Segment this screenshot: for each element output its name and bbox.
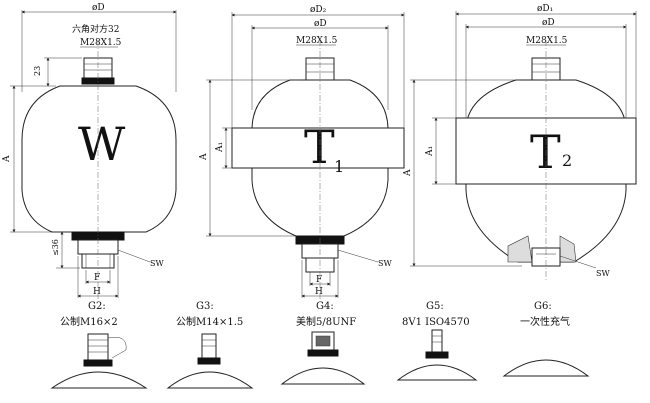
t1-subscript: 1 — [334, 157, 344, 176]
t1-dim-a: A — [199, 153, 209, 161]
g5-hex-nut — [425, 351, 449, 359]
t1-dim-f: F — [316, 275, 322, 285]
g4-shell-segment — [280, 367, 366, 385]
g3-hex-nut — [197, 357, 221, 365]
t2-dim-a1: A₁ — [425, 146, 435, 157]
w-dim-a: A — [2, 155, 12, 163]
t2-type-accumulator: øD₁ øD M28X1.5 T 2 A A₁ SW — [403, 4, 637, 280]
g3-desc: 公制M14×1.5 — [176, 315, 243, 328]
g5-code: G5: — [426, 301, 444, 312]
w-dim-23: 23 — [33, 66, 42, 76]
g2-shell-segment — [50, 371, 148, 389]
t1-dim-a1: A₁ — [215, 142, 225, 153]
t2-diameter: øD — [542, 18, 555, 28]
w-hex-label: 六角对方32 — [72, 23, 119, 35]
t1-thread-label: M28X1.5 — [296, 36, 338, 46]
t1-diameter-outer: øD₂ — [310, 5, 327, 15]
w-shell — [21, 85, 177, 233]
valve-variant-g4: G4: 美制5/8UNF — [280, 301, 366, 385]
g6-code: G6: — [534, 301, 552, 312]
w-dim-36: ≤36 — [51, 239, 60, 256]
g6-shell-segment — [502, 359, 590, 377]
t2-sw-label: SW — [596, 269, 610, 278]
w-type-accumulator: øD 六角对方32 M28X1.5 23 W A ≤36 — [2, 3, 177, 300]
t1-type-accumulator: øD₂ øD M28X1.5 T 1 A A₁ F H — [199, 5, 405, 300]
g2-code: G2: — [88, 301, 106, 312]
g2-hex-nut — [83, 359, 113, 367]
w-thread-label: M28X1.5 — [80, 38, 122, 48]
g2-cap-tether — [107, 337, 127, 359]
g5-valve-body — [431, 329, 443, 353]
g4-code: G4: — [316, 301, 334, 312]
w-dim-h: H — [93, 287, 101, 297]
valve-variant-g5: G5: 8V1 ISO4570 — [396, 301, 478, 381]
w-letter: W — [78, 117, 126, 171]
w-sw-label: SW — [150, 259, 164, 268]
w-dim-f: F — [94, 273, 100, 283]
g6-desc: 一次性充气 — [520, 315, 570, 328]
t1-sw-label: SW — [378, 259, 392, 268]
valve-variant-g3: G3: 公制M14×1.5 — [166, 301, 254, 389]
g4-desc: 美制5/8UNF — [296, 315, 356, 328]
g3-shell-segment — [166, 371, 254, 389]
t1-letter: T — [304, 120, 335, 174]
t2-diameter-outer: øD₁ — [537, 4, 553, 14]
t2-dim-a: A — [403, 169, 413, 177]
g5-shell-segment — [396, 364, 478, 381]
g3-code: G3: — [196, 301, 214, 312]
t2-thread-label: M28X1.5 — [526, 36, 568, 46]
g5-desc: 8V1 ISO4570 — [402, 317, 470, 328]
t1-dim-h: H — [315, 287, 323, 297]
g2-desc: 公制M16×2 — [60, 315, 118, 328]
valve-variant-g6: G6: 一次性充气 — [502, 301, 590, 377]
t2-letter: T — [530, 125, 561, 179]
t1-diameter: øD — [314, 19, 327, 29]
t2-subscript: 2 — [562, 151, 572, 170]
g4-hex-nut — [307, 349, 339, 357]
g2-valve-body — [87, 333, 109, 361]
valve-variant-g2: G2: 公制M16×2 — [50, 301, 148, 389]
w-diameter-label: øD — [92, 3, 105, 13]
t1-clamp-band — [231, 127, 405, 169]
